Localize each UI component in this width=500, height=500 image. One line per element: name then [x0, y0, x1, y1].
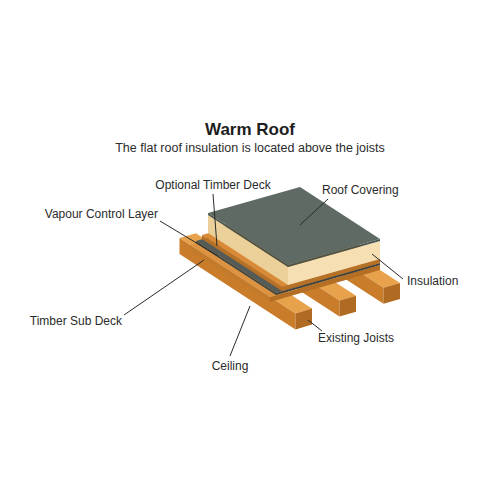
- part-label: Optional Timber Deck: [155, 178, 270, 192]
- joist-end: [340, 296, 357, 317]
- leader-line: [124, 260, 204, 315]
- leader-line: [372, 254, 403, 279]
- leader-line: [300, 199, 328, 225]
- part-label: Insulation: [407, 274, 458, 288]
- roof-covering: [208, 187, 380, 267]
- covering-top: [208, 187, 380, 265]
- joist-end: [296, 309, 313, 330]
- diagram-caption: The flat roof insulation is located abov…: [115, 141, 385, 155]
- joist-end: [384, 283, 401, 304]
- leader-line: [230, 306, 250, 356]
- part-label: Roof Covering: [322, 183, 399, 197]
- diagram-title: Warm Roof: [205, 120, 295, 140]
- leader-line: [160, 221, 218, 256]
- part-label: Ceiling: [212, 359, 249, 373]
- leader-line: [213, 194, 217, 246]
- leader-line: [308, 320, 322, 331]
- part-label: Existing Joists: [318, 331, 394, 345]
- part-label: Vapour Control Layer: [45, 207, 158, 221]
- leader-lines: [124, 194, 403, 356]
- part-label: Timber Sub Deck: [30, 314, 122, 328]
